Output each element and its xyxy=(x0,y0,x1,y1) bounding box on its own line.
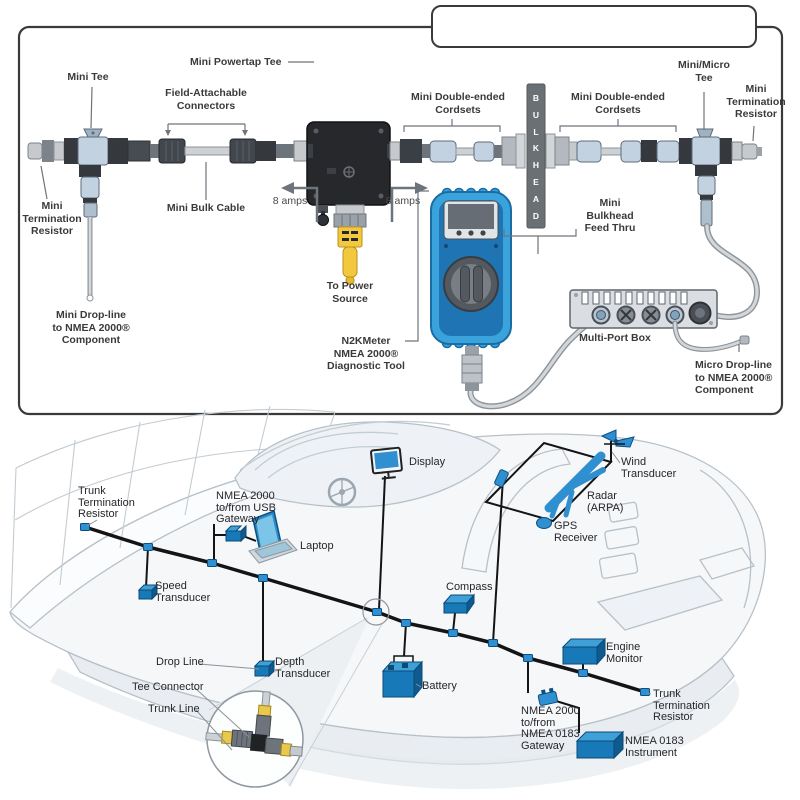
mini-drop-line xyxy=(79,165,101,302)
field-attachable-connector-2 xyxy=(229,138,257,164)
trunk-nodes xyxy=(80,523,650,696)
nmea0183-gateway-icon xyxy=(537,687,558,706)
depth-transducer-icon xyxy=(253,659,276,678)
magnifier xyxy=(205,690,304,788)
mast-antenna-icon xyxy=(494,469,509,488)
title-box xyxy=(431,5,757,48)
speed-transducer-icon xyxy=(137,583,159,601)
boat-callouts xyxy=(86,451,652,751)
power-cable xyxy=(317,204,367,285)
top-callouts xyxy=(40,61,755,352)
nmea0183-instrument-icon xyxy=(575,730,625,760)
laptop-icon xyxy=(248,509,298,564)
display-icon xyxy=(370,446,403,480)
engine-monitor-icon xyxy=(561,637,607,666)
backbone-left xyxy=(27,128,308,166)
multi-port-box xyxy=(569,289,718,329)
battery-icon xyxy=(381,660,424,699)
wind-transducer-icon xyxy=(600,429,635,448)
bulkhead-bar xyxy=(526,83,546,229)
backbone-right xyxy=(389,83,762,229)
micro-drop-cable xyxy=(695,165,761,320)
compass-icon xyxy=(442,593,476,615)
micro-drop-line-cable xyxy=(672,320,750,352)
mini-powertap-tee xyxy=(306,121,392,206)
top-panel xyxy=(17,5,784,416)
mini-bulk-cable xyxy=(184,146,231,156)
radar-arch xyxy=(461,448,572,573)
steering-wheel xyxy=(327,477,357,507)
stern-steps xyxy=(598,501,640,579)
n2kmeter xyxy=(430,187,512,391)
stern-hatch xyxy=(698,547,756,580)
trunk-highlight-ring xyxy=(362,598,390,626)
sun-pad xyxy=(596,575,724,631)
gps-receiver-icon xyxy=(536,517,552,529)
radar-icon xyxy=(544,451,606,519)
usb-gateway-icon xyxy=(224,524,247,543)
field-attachable-connector-1 xyxy=(158,138,186,164)
